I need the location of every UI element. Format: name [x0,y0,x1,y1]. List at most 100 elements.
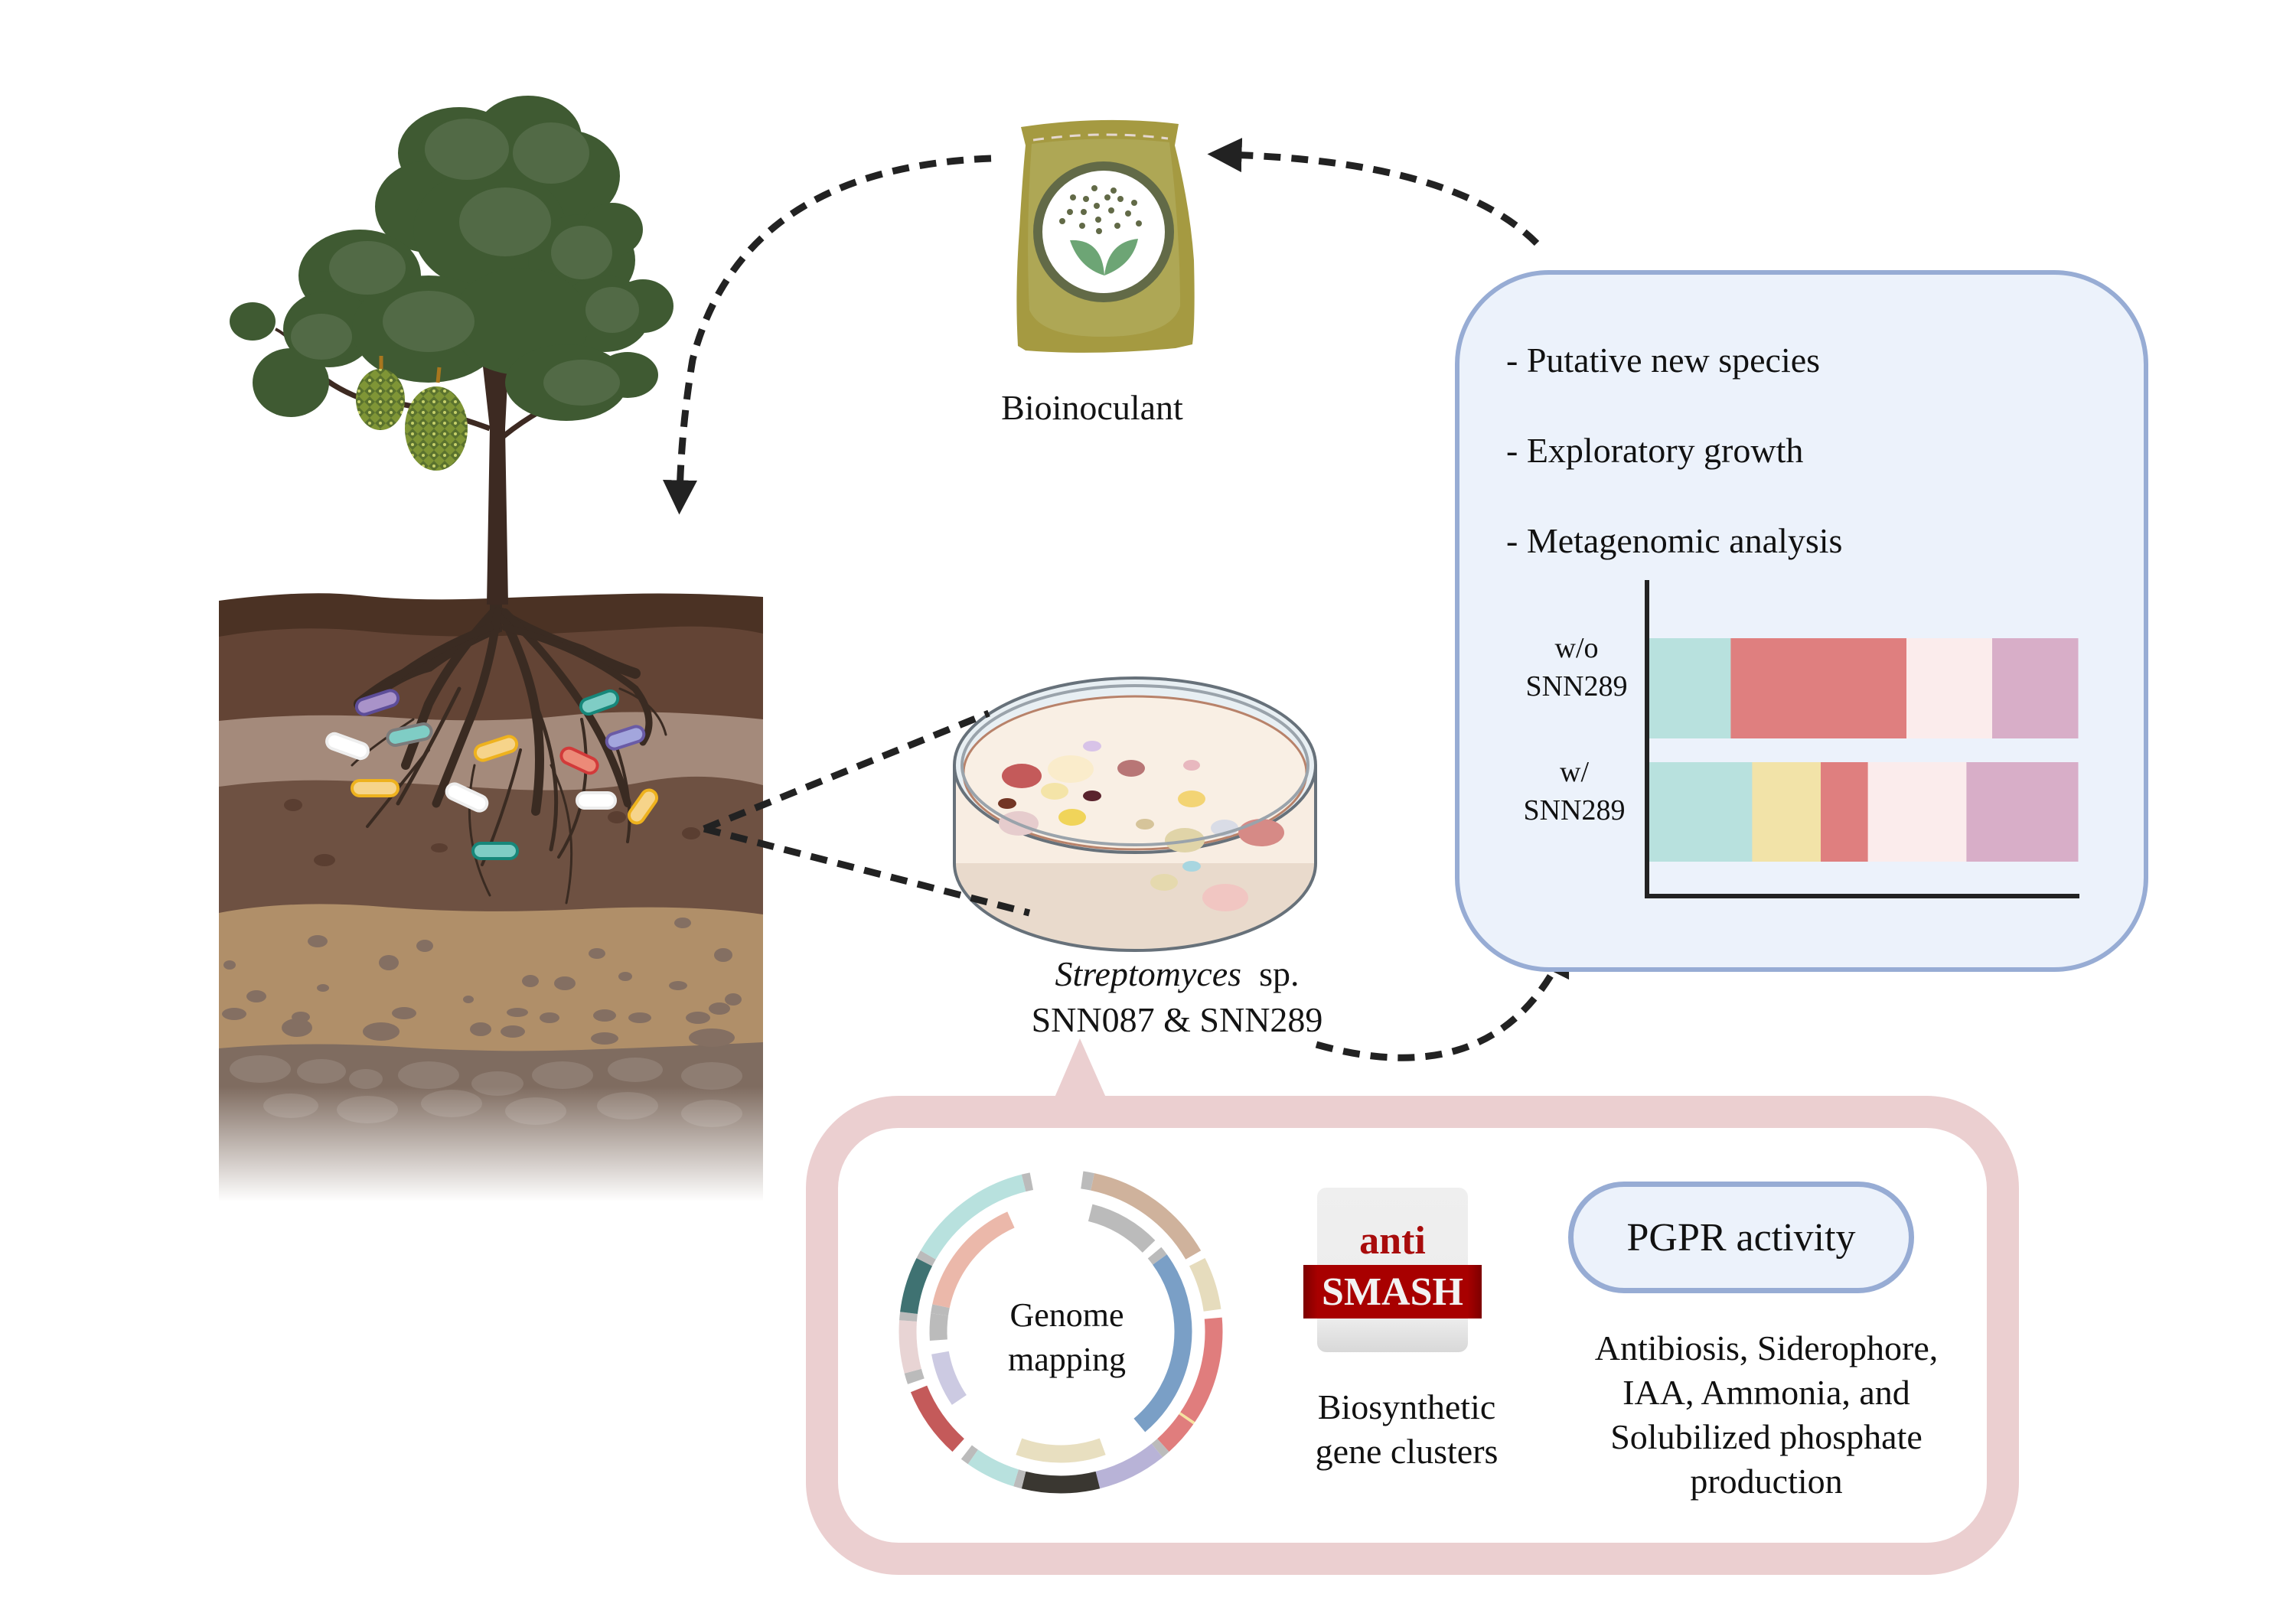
bacterium [351,779,400,797]
bgc-label-line: Biosynthetic [1317,1387,1496,1426]
genome-track-segment [1147,1247,1167,1265]
bacterium [605,725,646,751]
genome-map-icon [899,1171,1223,1494]
zoom-line-bottom [703,825,1031,917]
genome-track-segment [1021,1471,1062,1494]
flow-arrows [663,138,1570,1061]
findings-list: - Putative new species - Exploratory gro… [1506,315,1842,586]
bar-segment [1752,762,1821,862]
bacterium [471,842,519,860]
soil-profile [219,593,763,1201]
bgc-label: Biosynthetic gene clusters [1316,1385,1499,1474]
pebbles [222,918,742,1047]
genome-track-segment [1060,1471,1101,1494]
genome-label-line: Genome [1009,1296,1124,1334]
zoom-line-top [703,709,990,833]
genome-track-segment [1088,1204,1156,1253]
bioinoculant-label: Bioinoculant [1001,388,1183,427]
genome-track-segment [960,1445,978,1465]
bacterium [386,722,433,747]
clods [284,799,700,866]
genome-track-segment [967,1449,1019,1487]
genome-track-segment [920,1174,1026,1260]
genome-track-segment [916,1250,936,1266]
genome-track-segment [1081,1171,1094,1191]
antismash-logo-top: anti [1359,1219,1426,1263]
genome-track-segment [931,1304,950,1316]
isolate-species: Streptomyces sp. [1032,951,1323,997]
genome-track-segment [1151,1439,1169,1458]
bar-segment [1730,638,1907,738]
row-label-line: w/o [1554,632,1599,664]
durian-fruit [356,369,405,430]
genome-mapping-label: Genome mapping [1008,1293,1126,1382]
genome-track-segment [1021,1172,1034,1192]
colonies [998,741,1284,911]
finding-item: - Putative new species [1506,341,1821,380]
pgpr-line: Antibiosis, Siderophore, [1594,1328,1939,1367]
bgc-label-line: gene clusters [1315,1432,1499,1471]
arrow-findings-to-bioinoculant [1207,138,1540,246]
genome-track-segment [1189,1257,1221,1312]
row-label-line: SNN289 [1523,794,1626,826]
metagenomic-chart [1649,638,2079,862]
genome-track-segment [904,1368,925,1384]
bacterium [354,689,400,716]
chart-row-label: w/ SNN289 [1505,753,1643,830]
pgpr-line: Solubilized phosphate [1610,1417,1923,1456]
genome-track-segment [1156,1413,1194,1452]
bacterium [473,735,519,762]
bar-segment [1649,762,1753,862]
genome-track-segment [1180,1317,1223,1423]
trunk [429,249,556,605]
genome-track-segment [900,1257,933,1315]
finding-item: - Metagenomic analysis [1506,521,1843,560]
bacterium [579,689,620,716]
finding-item: - Exploratory growth [1506,431,1804,470]
bar-segment [1649,638,1731,738]
pgpr-activity-badge: PGPR activity [1568,1182,1914,1293]
genome-track-segment [1016,1438,1106,1463]
bacterium [445,782,489,813]
roots [351,591,667,905]
row-label-line: w/ [1560,756,1589,788]
bacterium [627,788,659,825]
bar-segment [1867,762,1967,862]
bacterium [559,746,599,775]
genome-track-segment [1179,1412,1195,1425]
durian-fruit [405,386,468,471]
genome-track-segment [1095,1443,1163,1489]
rhizobacteria [325,689,659,860]
soil-fade [219,1087,763,1201]
bioinoculant-bag-icon [1016,119,1195,353]
pgpr-title: PGPR activity [1626,1215,1856,1260]
bar-segment [1906,638,1993,738]
pgpr-line: IAA, Ammonia, and [1623,1373,1910,1412]
genome-track-segment [899,1320,921,1374]
genome-track-segment [1013,1469,1026,1489]
fruit-stem [435,367,442,383]
antismash-logo-band: SMASH [1303,1265,1482,1319]
antismash-logo: anti SMASH [1303,1188,1482,1352]
bar-segment [1821,762,1869,862]
bacterium [576,791,617,810]
genome-track-segment [929,1313,948,1341]
genus-name: Streptomyces [1055,954,1242,993]
genome-label-line: mapping [1008,1341,1126,1378]
pgpr-line: production [1690,1462,1843,1501]
arrow-bioinoculant-to-soil [663,155,992,515]
isolate-label: Streptomyces sp. SNN087 & SNN289 [1032,951,1323,1043]
bacterium [325,732,370,761]
arrow-isolate-to-findings [1315,940,1570,1061]
genome-track-segment [932,1211,1015,1309]
genome-track-segment [1133,1254,1192,1433]
isolate-strains: SNN087 & SNN289 [1031,1000,1323,1039]
row-label-line: SNN289 [1525,670,1628,702]
bar-segment [1966,762,2079,862]
petri-dish-icon [953,676,1317,952]
canopy [230,96,673,421]
chart-row-label: w/o SNN289 [1508,629,1645,706]
genome-track-segment [1091,1173,1202,1260]
bar-segment [1992,638,2079,738]
